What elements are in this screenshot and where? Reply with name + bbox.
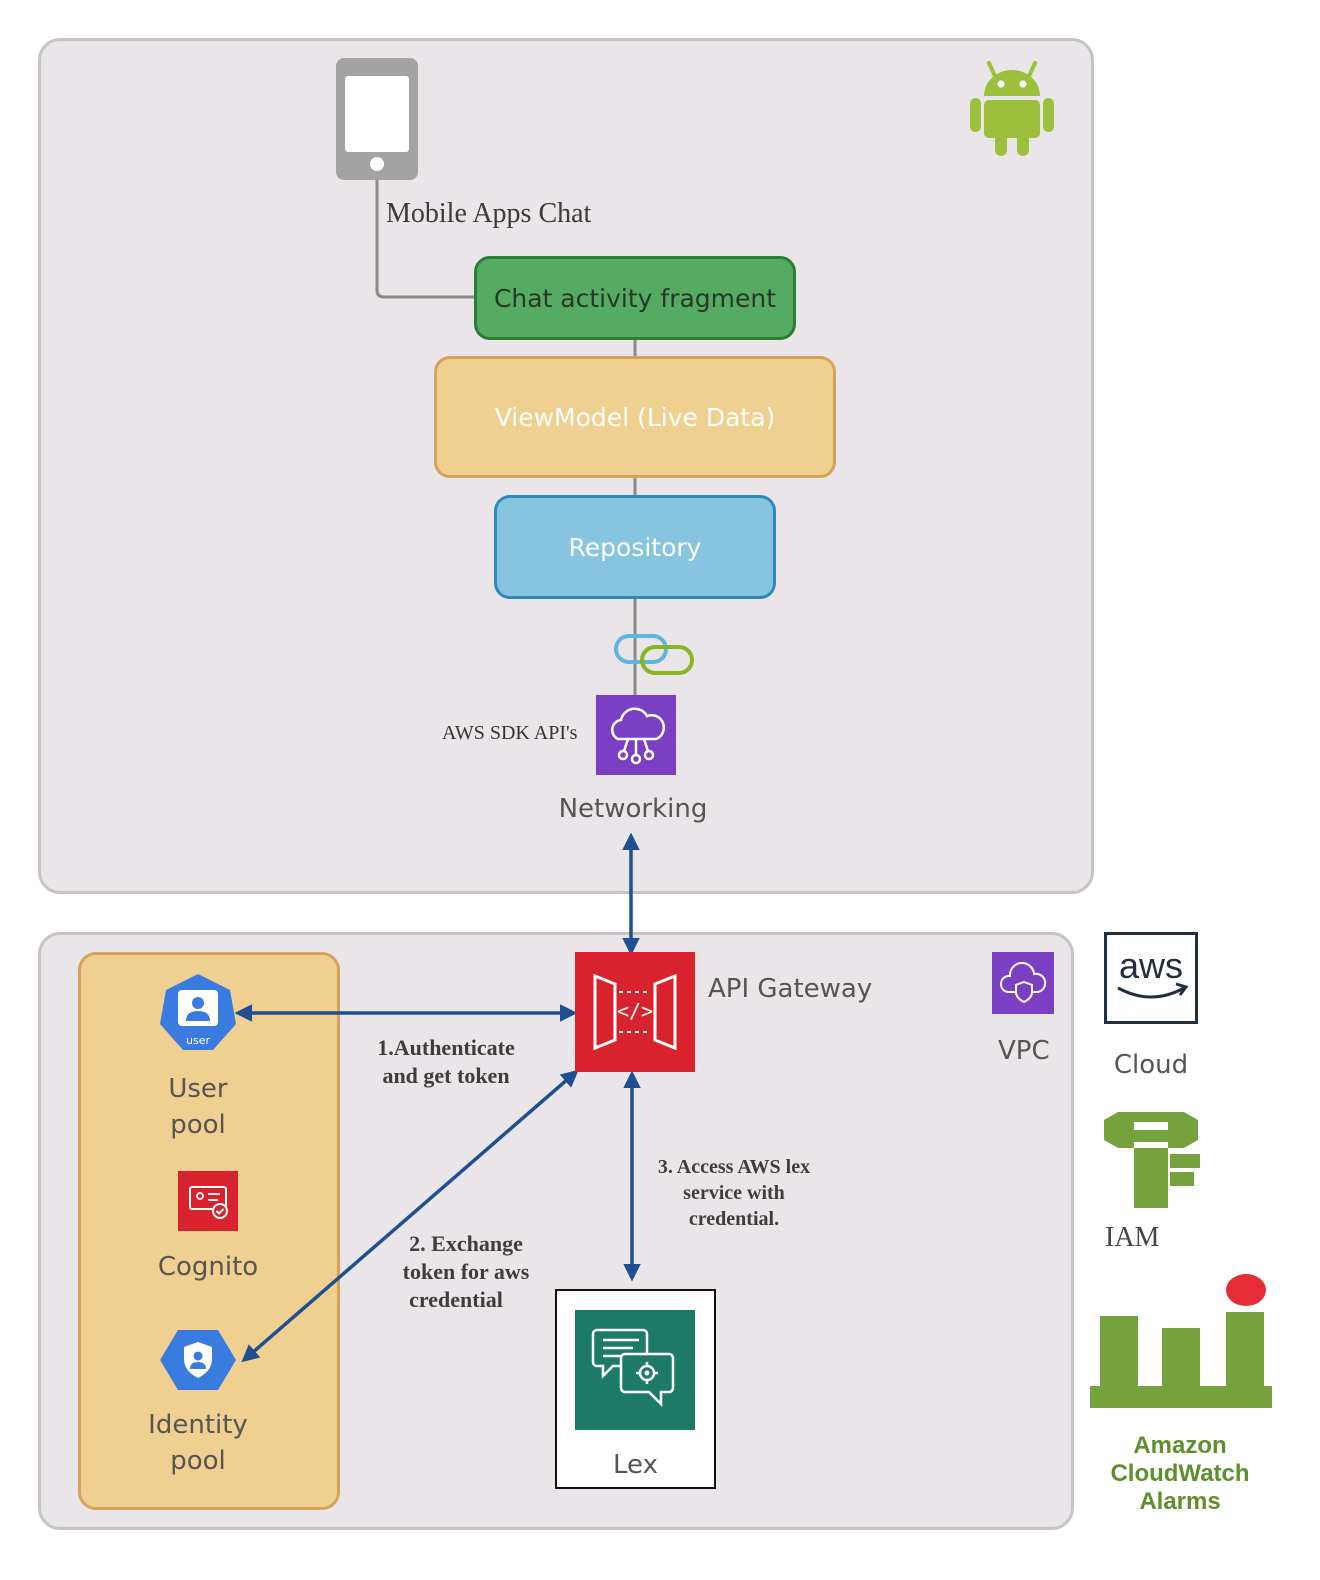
android-icon: [970, 61, 1054, 156]
step3-line2: service with: [683, 1182, 785, 1204]
cognito-icon: [178, 1171, 238, 1231]
step2-line2: token for aws: [402, 1259, 530, 1284]
step1-label: 1.Authenticate and get token: [346, 1034, 546, 1090]
cloudwatch-line2: CloudWatch: [1110, 1460, 1250, 1487]
phone-to-fragment-line: [375, 178, 476, 299]
cognito-label: Cognito: [157, 1252, 259, 1282]
step2-line1: 2. Exchange: [409, 1231, 523, 1256]
aws-logo-text: aws: [1119, 945, 1183, 986]
api-gateway-label: API Gateway: [708, 974, 873, 1004]
mobile-apps-chat-caption: Mobile Apps Chat: [386, 198, 592, 229]
chat-activity-fragment: Chat activity fragment: [474, 256, 796, 340]
aws-logo: aws: [1117, 945, 1189, 999]
cloudwatch-label: Amazon CloudWatch Alarms: [1090, 1432, 1270, 1516]
link-icon: [614, 634, 694, 675]
step1-line1: 1.Authenticate: [377, 1035, 515, 1060]
step1-line2: and get token: [382, 1063, 510, 1088]
mobile-phone-icon: [336, 58, 418, 180]
step3-line3: credential.: [688, 1208, 780, 1230]
exchange-token-arrow: [241, 1069, 579, 1363]
networking-label: Networking: [558, 794, 708, 824]
aws-sdk-label: AWS SDK API's: [442, 722, 578, 744]
cloud-network-icon: [596, 695, 676, 775]
svg-text:</>: </>: [617, 999, 653, 1023]
identity-pool-label-line2: pool: [170, 1446, 226, 1476]
iam-label: IAM: [1105, 1222, 1160, 1253]
step3-label: 3. Access AWS lex service with credentia…: [634, 1154, 834, 1232]
step2-label: 2. Exchange token for aws credential: [376, 1230, 556, 1314]
identity-pool-icon: [160, 1330, 236, 1390]
viewmodel-live-data: ViewModel (Live Data): [434, 356, 836, 478]
cloud-legend-label: Cloud: [1113, 1050, 1189, 1080]
identity-pool-label-line1: Identity: [148, 1410, 248, 1440]
user-pool-label-line2: pool: [170, 1110, 226, 1140]
step3-line1: 3. Access AWS lex: [657, 1156, 811, 1178]
lex-chat-icon: [575, 1310, 695, 1430]
cloudwatch-line3: Alarms: [1139, 1488, 1221, 1515]
lex-label: Lex: [613, 1450, 658, 1480]
vpc-label: VPC: [998, 1036, 1050, 1066]
user-pool-icon: user: [160, 974, 236, 1050]
user-badge: user: [186, 1034, 210, 1047]
step2-line3: credential: [409, 1287, 503, 1312]
cloudwatch-alarm-icon: [1090, 1274, 1272, 1408]
iam-icon: [1104, 1112, 1200, 1208]
vpc-icon: [992, 952, 1054, 1014]
api-gateway-icon: </>: [575, 952, 695, 1072]
aws-logo-box: [1104, 932, 1198, 1024]
user-pool-label-line1: User: [168, 1074, 228, 1104]
cloudwatch-line1: Amazon: [1133, 1432, 1227, 1459]
repository: Repository: [494, 495, 776, 599]
